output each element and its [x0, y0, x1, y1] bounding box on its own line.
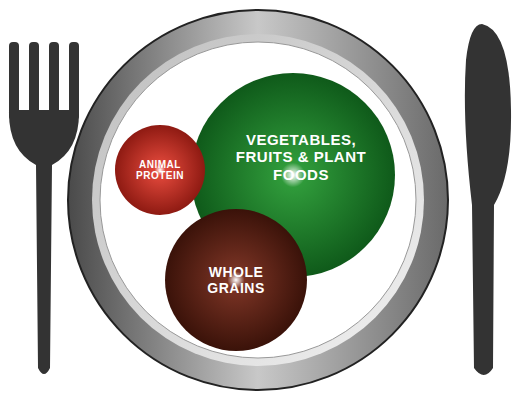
- food-label: WHOLE GRAINS: [184, 264, 288, 296]
- food-label: ANIMAL PROTEIN: [127, 159, 193, 182]
- food-label: VEGETABLES, FRUITS & PLANT FOODS: [227, 131, 375, 183]
- fork: [9, 42, 79, 374]
- fork-tine: [9, 42, 19, 120]
- fork-tine: [29, 42, 39, 120]
- fork-tine: [69, 42, 79, 120]
- food-circle: ANIMAL PROTEIN: [114, 124, 206, 216]
- fork-tine: [49, 42, 59, 120]
- plate-band: [92, 34, 424, 366]
- knife: [465, 24, 511, 375]
- food-circle: WHOLE GRAINS: [164, 208, 308, 352]
- plate-rim: [68, 10, 448, 390]
- plate-center: [100, 42, 416, 358]
- fork-handle: [9, 110, 79, 374]
- circle-fill: [165, 209, 307, 351]
- circle-fill: [115, 125, 205, 215]
